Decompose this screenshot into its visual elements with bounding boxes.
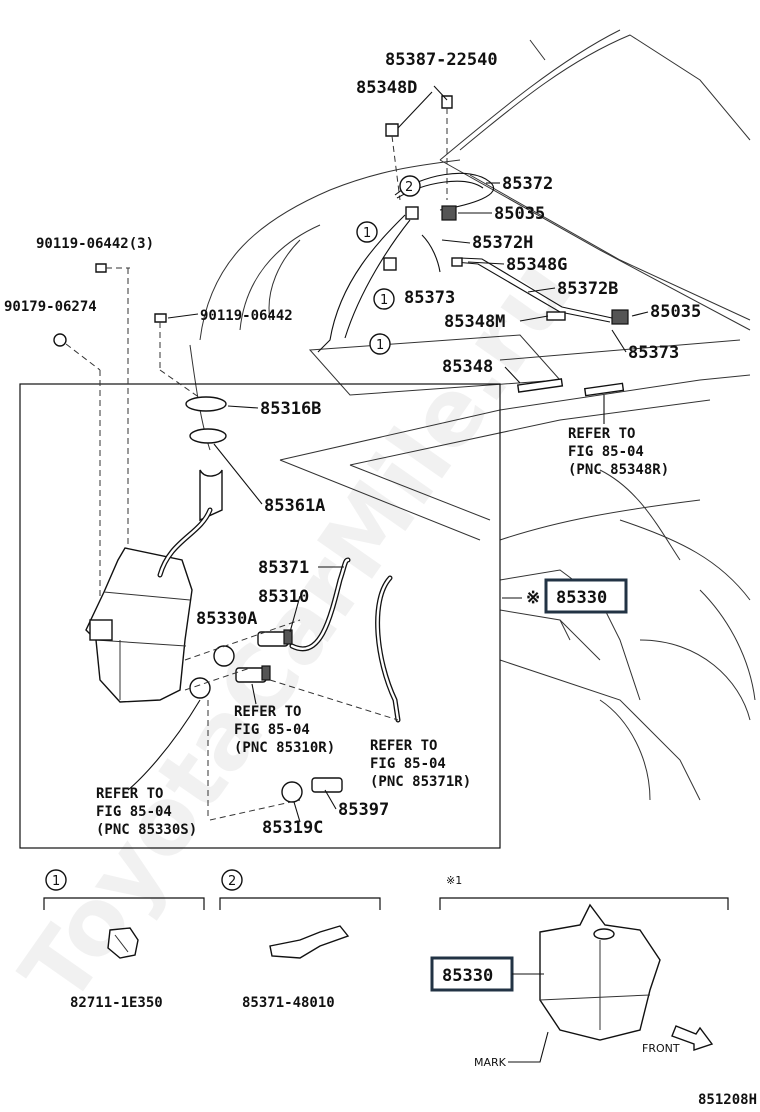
label-85035-a[interactable]: 85035 bbox=[494, 204, 545, 224]
label-85373-b[interactable]: 85373 bbox=[628, 343, 679, 363]
callout-1-b bbox=[373, 288, 395, 310]
refer-85348R: REFER TO FIG 85-04 (PNC 85348R) bbox=[568, 395, 669, 478]
clip-90179-06274 bbox=[53, 333, 101, 600]
inset-asterisk-1: ※1 85330 MARK FRONT bbox=[430, 874, 729, 1069]
front-label: FRONT bbox=[642, 1042, 680, 1055]
label-85035-b[interactable]: 85035 bbox=[650, 302, 701, 322]
label-85397[interactable]: 85397 bbox=[338, 800, 389, 820]
pump-second bbox=[235, 575, 401, 723]
front-arrow bbox=[671, 1025, 714, 1051]
gasket-strips-85348 bbox=[517, 378, 625, 397]
detail-frame bbox=[19, 383, 501, 849]
svg-text:1: 1 bbox=[52, 874, 60, 889]
label-85348M[interactable]: 85348M bbox=[444, 312, 505, 332]
label-85348G[interactable]: 85348G bbox=[506, 255, 567, 275]
pump-85310 bbox=[257, 557, 351, 652]
bolt-90119-06442-3 bbox=[95, 263, 130, 545]
svg-text:2: 2 bbox=[228, 874, 236, 889]
clip-85348D bbox=[385, 123, 401, 201]
refer-85371R: REFER TO FIG 85-04 (PNC 85371R) bbox=[370, 738, 471, 790]
label-90119-06442[interactable]: 90119-06442 bbox=[200, 308, 293, 324]
label-85319C[interactable]: 85319C bbox=[262, 818, 323, 838]
svg-text:FIG 85-04: FIG 85-04 bbox=[568, 444, 644, 460]
label-85330-inset[interactable]: 85330 bbox=[442, 966, 493, 986]
svg-text:REFER TO: REFER TO bbox=[568, 426, 635, 442]
grommet-85330A bbox=[189, 645, 235, 699]
svg-text:1: 1 bbox=[363, 226, 371, 241]
label-85372[interactable]: 85372 bbox=[502, 174, 553, 194]
inset-2: 2 85371-48010 bbox=[219, 869, 381, 1011]
callout-1-c bbox=[369, 333, 391, 355]
bolt-90119-06442 bbox=[154, 313, 201, 399]
filler-neck bbox=[157, 469, 223, 578]
hood-hose-assembly bbox=[317, 172, 629, 353]
svg-text:FIG 85-04: FIG 85-04 bbox=[96, 804, 172, 820]
label-85330-main: 85330 bbox=[556, 588, 607, 608]
label-leaders bbox=[167, 85, 649, 823]
diagram-id: 851208H bbox=[698, 1092, 757, 1108]
label-85373-a[interactable]: 85373 bbox=[404, 288, 455, 308]
grommet-85319C bbox=[281, 781, 303, 803]
label-85316B[interactable]: 85316B bbox=[260, 399, 321, 419]
svg-text:FIG 85-04: FIG 85-04 bbox=[234, 722, 310, 738]
svg-text:REFER TO: REFER TO bbox=[370, 738, 437, 754]
svg-text:FIG 85-04: FIG 85-04 bbox=[370, 756, 446, 772]
svg-text:REFER TO: REFER TO bbox=[234, 704, 301, 720]
svg-text:(PNC 85371R): (PNC 85371R) bbox=[370, 774, 471, 790]
label-82711-1E350[interactable]: 82711-1E350 bbox=[70, 995, 163, 1011]
pump-85397 bbox=[311, 777, 343, 793]
filler-cap bbox=[185, 396, 263, 505]
label-85330A[interactable]: 85330A bbox=[196, 609, 257, 629]
callout-2 bbox=[399, 175, 421, 197]
svg-text:2: 2 bbox=[405, 180, 413, 195]
clip-85387-22540 bbox=[441, 95, 453, 200]
label-85310[interactable]: 85310 bbox=[258, 587, 309, 607]
circle-callouts: 2 1 1 1 bbox=[356, 175, 421, 355]
svg-text:(PNC 85310R): (PNC 85310R) bbox=[234, 740, 335, 756]
svg-text:1: 1 bbox=[376, 338, 384, 353]
label-85387-22540[interactable]: 85387-22540 bbox=[385, 50, 498, 70]
label-90119-06442-3[interactable]: 90119-06442(3) bbox=[36, 236, 154, 252]
svg-text:1: 1 bbox=[380, 293, 388, 308]
svg-text:(PNC 85348R): (PNC 85348R) bbox=[568, 462, 669, 478]
inset-1: 1 82711-1E350 bbox=[43, 869, 205, 1011]
label-90179-06274[interactable]: 90179-06274 bbox=[4, 299, 97, 315]
label-85371[interactable]: 85371 bbox=[258, 558, 309, 578]
label-85372H[interactable]: 85372H bbox=[472, 233, 533, 253]
refer-85330S: REFER TO FIG 85-04 (PNC 85330S) bbox=[96, 786, 197, 838]
main-part-85330[interactable]: ※ 85330 bbox=[502, 578, 628, 614]
assembly-guides bbox=[127, 619, 399, 821]
callout-1-a bbox=[356, 221, 378, 243]
svg-text:(PNC 85330S): (PNC 85330S) bbox=[96, 822, 197, 838]
label-85371-48010[interactable]: 85371-48010 bbox=[242, 995, 335, 1011]
label-85348D[interactable]: 85348D bbox=[356, 78, 417, 98]
refer-85310R: REFER TO FIG 85-04 (PNC 85310R) bbox=[234, 683, 335, 756]
washer-tank bbox=[85, 547, 193, 703]
part-labels: 85387-22540 85348D 85372 85035 85372H 85… bbox=[4, 50, 701, 838]
label-85361A[interactable]: 85361A bbox=[264, 496, 325, 516]
label-85348[interactable]: 85348 bbox=[442, 357, 493, 377]
svg-text:REFER TO: REFER TO bbox=[96, 786, 163, 802]
svg-text:※: ※ bbox=[526, 588, 540, 608]
svg-text:※1: ※1 bbox=[446, 874, 462, 887]
mark-label: MARK bbox=[474, 1056, 507, 1069]
label-85372B[interactable]: 85372B bbox=[557, 279, 618, 299]
